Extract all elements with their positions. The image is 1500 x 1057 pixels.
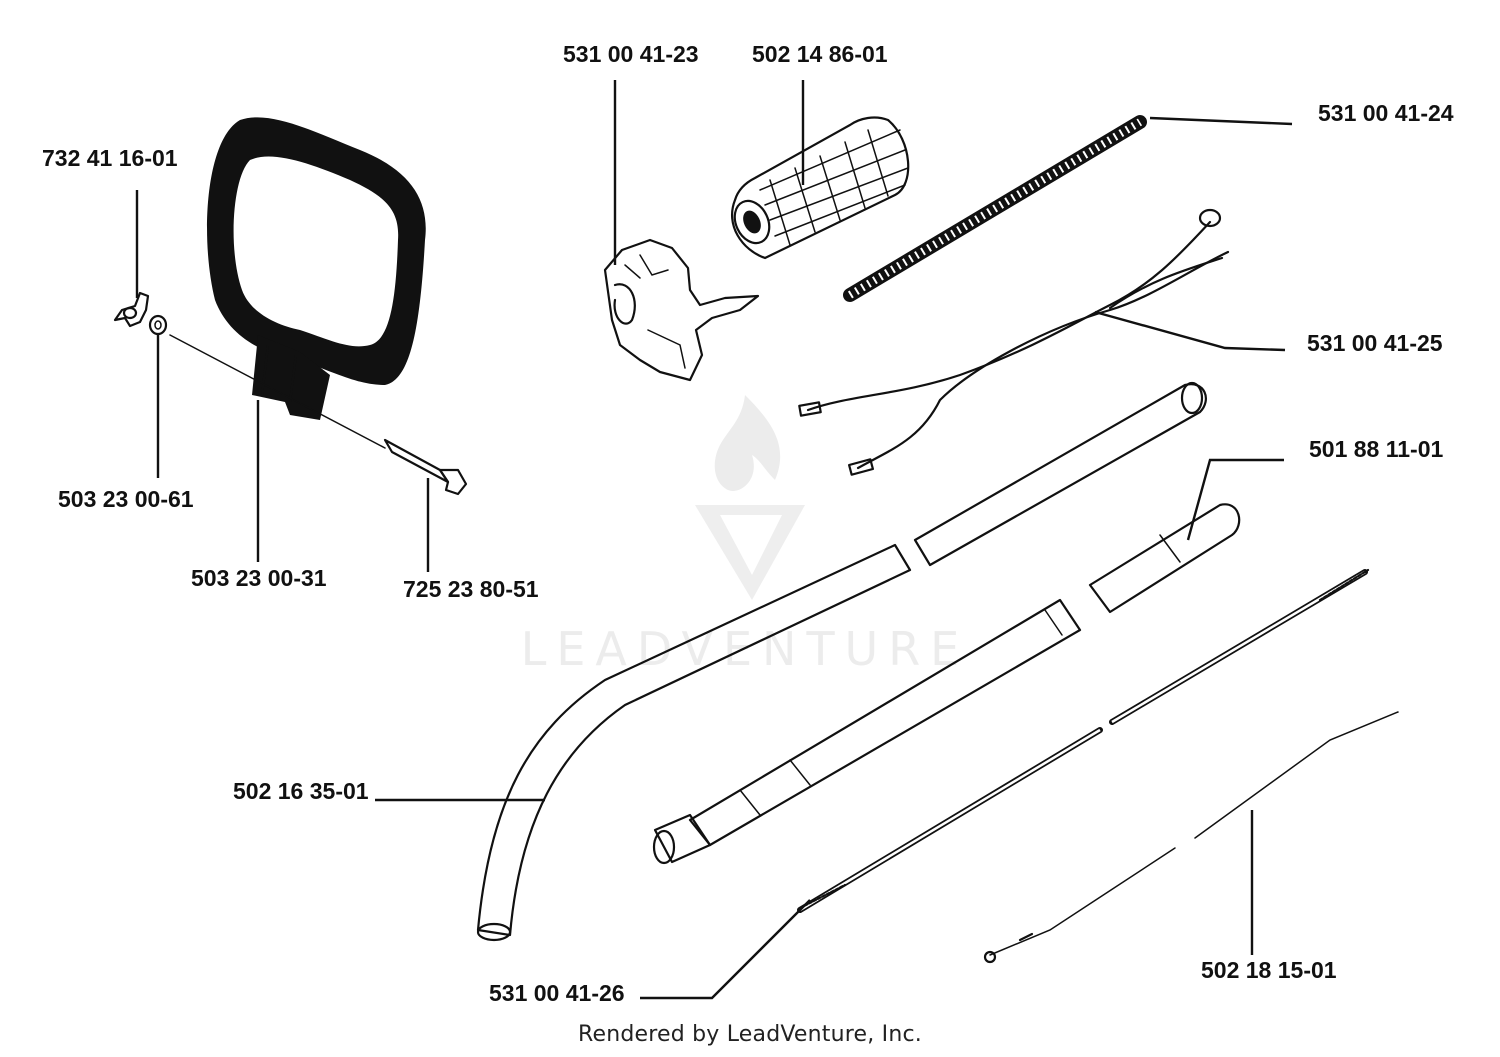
leader-p3	[1149, 116, 1293, 126]
part-label-p10: 502 16 35-01	[233, 778, 369, 804]
render-credit: Rendered by LeadVenture, Inc.	[578, 1022, 922, 1047]
conduit-drawing	[843, 115, 1147, 302]
grip-drawing	[730, 116, 910, 260]
part-label-p12: 502 18 15-01	[1201, 957, 1337, 983]
part-label-p1: 531 00 41-23	[563, 41, 699, 67]
leader-p6	[1186, 458, 1284, 541]
part-label-p3: 531 00 41-24	[1318, 100, 1454, 126]
watermark-text: LEADVENTURE	[521, 622, 970, 676]
leader-p5	[1094, 310, 1286, 352]
part-labels: 531 00 41-23 502 14 86-01 531 00 41-24 7…	[42, 41, 1454, 1006]
wing-nut-drawing	[113, 291, 150, 328]
part-label-p7: 503 23 00-61	[58, 486, 194, 512]
part-label-p11: 531 00 41-26	[489, 980, 625, 1006]
part-label-p9: 725 23 80-51	[403, 576, 539, 602]
part-label-p6: 501 88 11-01	[1309, 436, 1444, 462]
part-label-p5: 531 00 41-25	[1307, 330, 1443, 356]
flex-cable-drawing	[797, 568, 1370, 913]
wiring-harness-drawing	[798, 208, 1230, 476]
throttle-cable-drawing	[983, 711, 1399, 964]
watermark: LEADVENTURE	[521, 395, 970, 676]
front-handle-drawing	[207, 117, 426, 420]
curved-shaft-drawing	[476, 381, 1207, 942]
washer-drawing	[148, 314, 168, 336]
shaft-housing-drawing	[652, 503, 1241, 865]
throttle-housing-drawing	[603, 238, 760, 382]
leader-p11	[640, 899, 811, 1000]
part-label-p2: 502 14 86-01	[752, 41, 888, 67]
bolt-drawing	[169, 334, 468, 496]
part-label-p4: 732 41 16-01	[42, 145, 178, 171]
leader-lines	[135, 80, 1293, 1000]
part-label-p8: 503 23 00-31	[191, 565, 327, 591]
watermark-v-icon	[695, 505, 805, 600]
watermark-flame-icon	[714, 395, 781, 491]
